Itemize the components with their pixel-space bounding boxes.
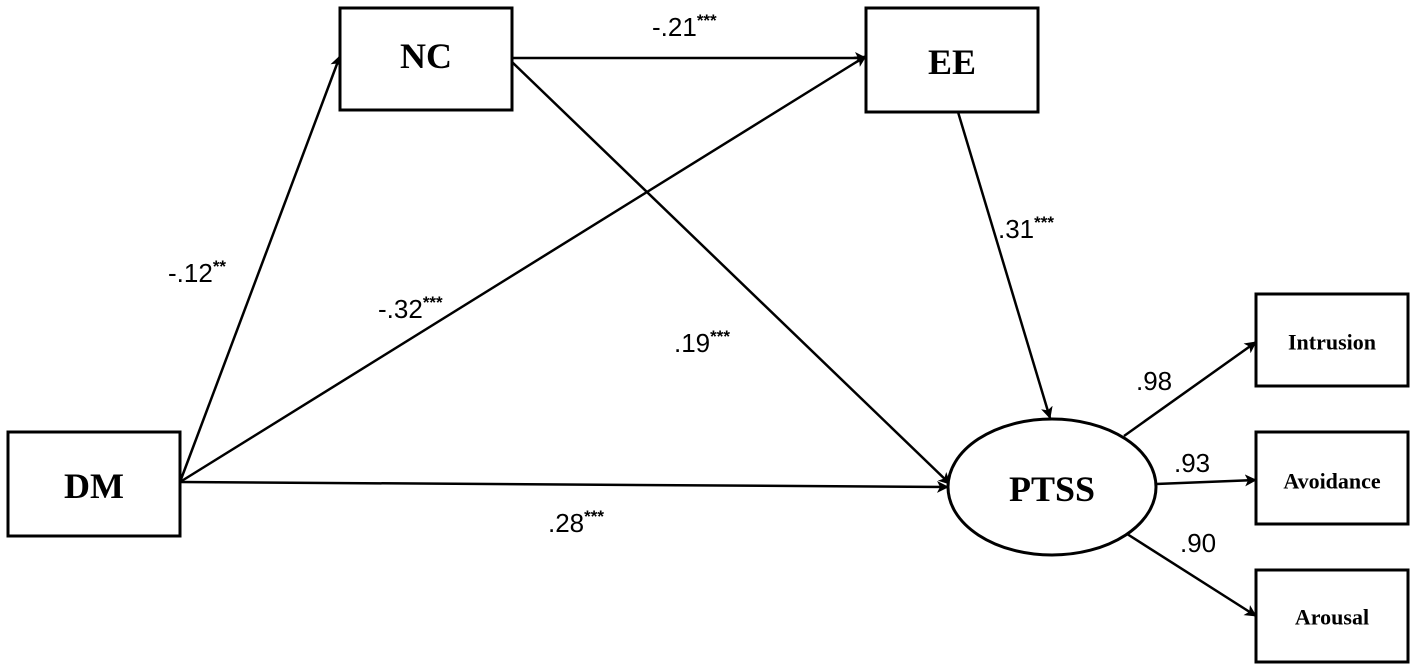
node-intrusion-label: Intrusion <box>1288 330 1376 355</box>
edge-ptss-intrusion <box>1123 340 1257 438</box>
node-ptss-label: PTSS <box>1009 469 1095 509</box>
node-avoidance: Avoidance <box>1254 430 1410 526</box>
node-arousal: Arousal <box>1254 568 1410 664</box>
coef-dm-nc: -.12** <box>168 257 226 288</box>
coef-ptss-intrusion: .98 <box>1136 366 1172 396</box>
edge-dm-ptss <box>179 480 949 493</box>
node-ee: EE <box>864 6 1040 114</box>
coef-dm-ptss: .28*** <box>548 507 604 538</box>
edge-ee-ptss <box>956 111 1053 419</box>
node-arousal-label: Arousal <box>1295 605 1369 630</box>
node-dm: DM <box>6 430 182 538</box>
coef-nc-ptss: .19*** <box>674 327 730 358</box>
edge-dm-ee <box>179 54 867 484</box>
edge-dm-nc <box>178 55 342 483</box>
node-dm-label: DM <box>64 466 124 506</box>
coef-ptss-avoidance: .93 <box>1174 448 1210 478</box>
node-nc: NC <box>338 6 514 112</box>
node-ee-label: EE <box>928 42 976 82</box>
node-nc-label: NC <box>400 36 452 76</box>
node-intrusion: Intrusion <box>1254 292 1410 388</box>
coef-ee-ptss: .31*** <box>998 213 1054 244</box>
node-avoidance-label: Avoidance <box>1283 469 1381 494</box>
coef-ptss-arousal: .90 <box>1180 528 1216 558</box>
coef-dm-ee: -.32*** <box>378 293 443 324</box>
edge-ptss-arousal <box>1123 530 1257 618</box>
node-ptss: PTSS <box>946 417 1158 557</box>
edge-nc-ptss <box>511 61 951 485</box>
coef-nc-ee: -.21*** <box>652 11 717 42</box>
edge-ptss-avoidance <box>1155 474 1257 487</box>
